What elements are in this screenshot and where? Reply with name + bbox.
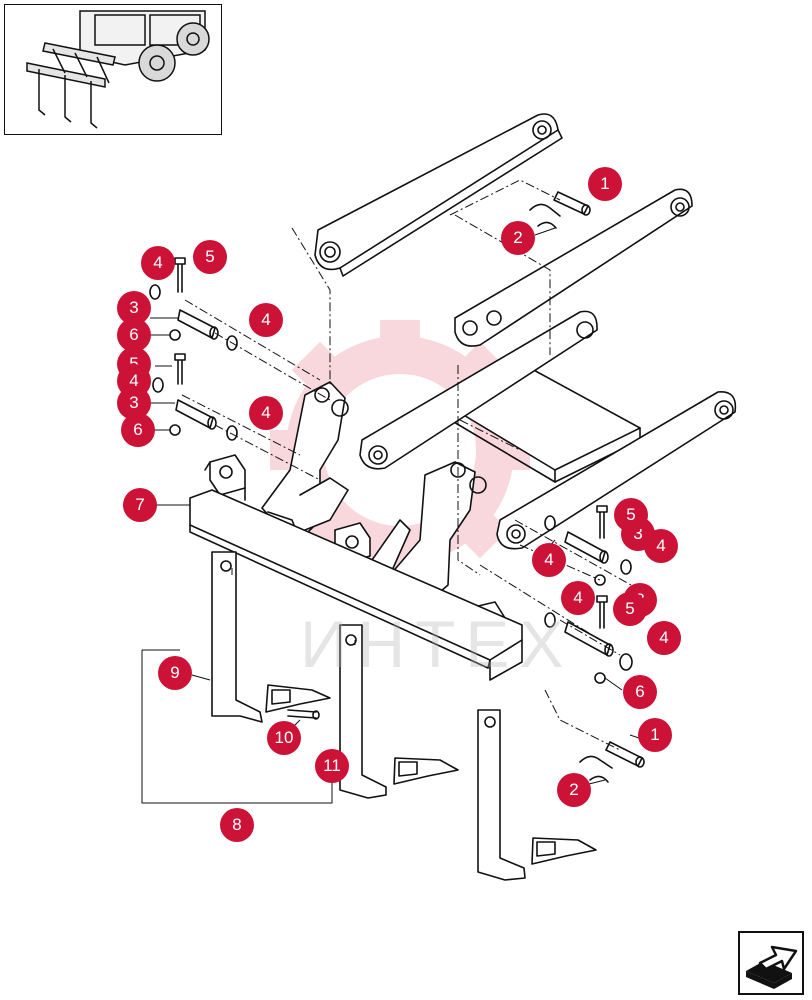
callout-4-left-lower-mid[interactable]: 4	[249, 396, 283, 430]
link-arm-middle	[359, 310, 598, 470]
callout-9-shank[interactable]: 9	[158, 656, 192, 690]
callout-4-left-top[interactable]: 4	[141, 246, 175, 280]
left-pin-upper	[177, 309, 219, 340]
callout-4-right-upper-outer[interactable]: 4	[644, 529, 678, 563]
callout-4-right-lower-inner[interactable]: 4	[561, 581, 595, 615]
ripper-tooth-right	[531, 837, 597, 865]
callout-6-left-lower[interactable]: 6	[121, 413, 155, 447]
ripper-shank-left	[211, 551, 263, 723]
tooth-pin	[287, 709, 320, 720]
pin-bottom	[605, 741, 645, 768]
callout-11-tooth[interactable]: 11	[315, 749, 349, 783]
right-nuts	[594, 574, 606, 684]
link-arm-front	[496, 391, 737, 550]
turn-arrow-icon	[746, 945, 798, 989]
callout-5-right-lower[interactable]: 5	[613, 592, 647, 626]
left-washers	[149, 284, 238, 441]
callout-5-right-upper[interactable]: 5	[614, 498, 648, 532]
callout-2-top[interactable]: 2	[501, 221, 535, 255]
right-pin-upper	[564, 531, 609, 564]
right-pin-lower	[564, 621, 614, 657]
left-mounting-bracket	[261, 381, 349, 541]
callout-1-bottom[interactable]: 1	[638, 718, 672, 752]
callout-8-assembly[interactable]: 8	[220, 808, 254, 842]
grader-ripper-illustration	[26, 10, 210, 129]
right-bolts	[596, 505, 608, 629]
toolbar-frame	[189, 461, 523, 681]
lynch-clip-bottom	[579, 755, 613, 783]
callout-6-right-lower[interactable]: 6	[623, 675, 657, 709]
ripper-shank-middle	[339, 624, 387, 799]
callout-1-top[interactable]: 1	[588, 167, 622, 201]
next-page-button[interactable]	[738, 931, 804, 995]
callout-7-frame[interactable]: 7	[123, 488, 157, 522]
ripper-shank-right	[477, 709, 526, 881]
left-pin-lower	[175, 399, 217, 430]
ripper-tooth-left	[265, 684, 331, 713]
right-washers	[544, 515, 633, 671]
link-arm-top	[314, 113, 563, 277]
callout-4-right-lower-outer[interactable]: 4	[647, 621, 681, 655]
callout-4-left-upper-mid[interactable]: 4	[249, 303, 283, 337]
pin-top	[553, 191, 591, 216]
callout-5-left-top[interactable]: 5	[193, 240, 227, 274]
callout-6-left-upper[interactable]: 6	[117, 318, 151, 352]
callout-2-bottom[interactable]: 2	[557, 773, 591, 807]
ripper-tooth-middle	[393, 757, 459, 785]
callout-4-right-upper-inner[interactable]: 4	[532, 543, 566, 577]
link-arm-second	[454, 188, 693, 347]
left-bolts	[174, 257, 186, 385]
lynch-clip-top	[529, 203, 561, 229]
machine-overview-thumbnail	[4, 4, 222, 135]
callout-10-pin[interactable]: 10	[267, 721, 301, 755]
assembly-centerlines	[181, 179, 641, 751]
